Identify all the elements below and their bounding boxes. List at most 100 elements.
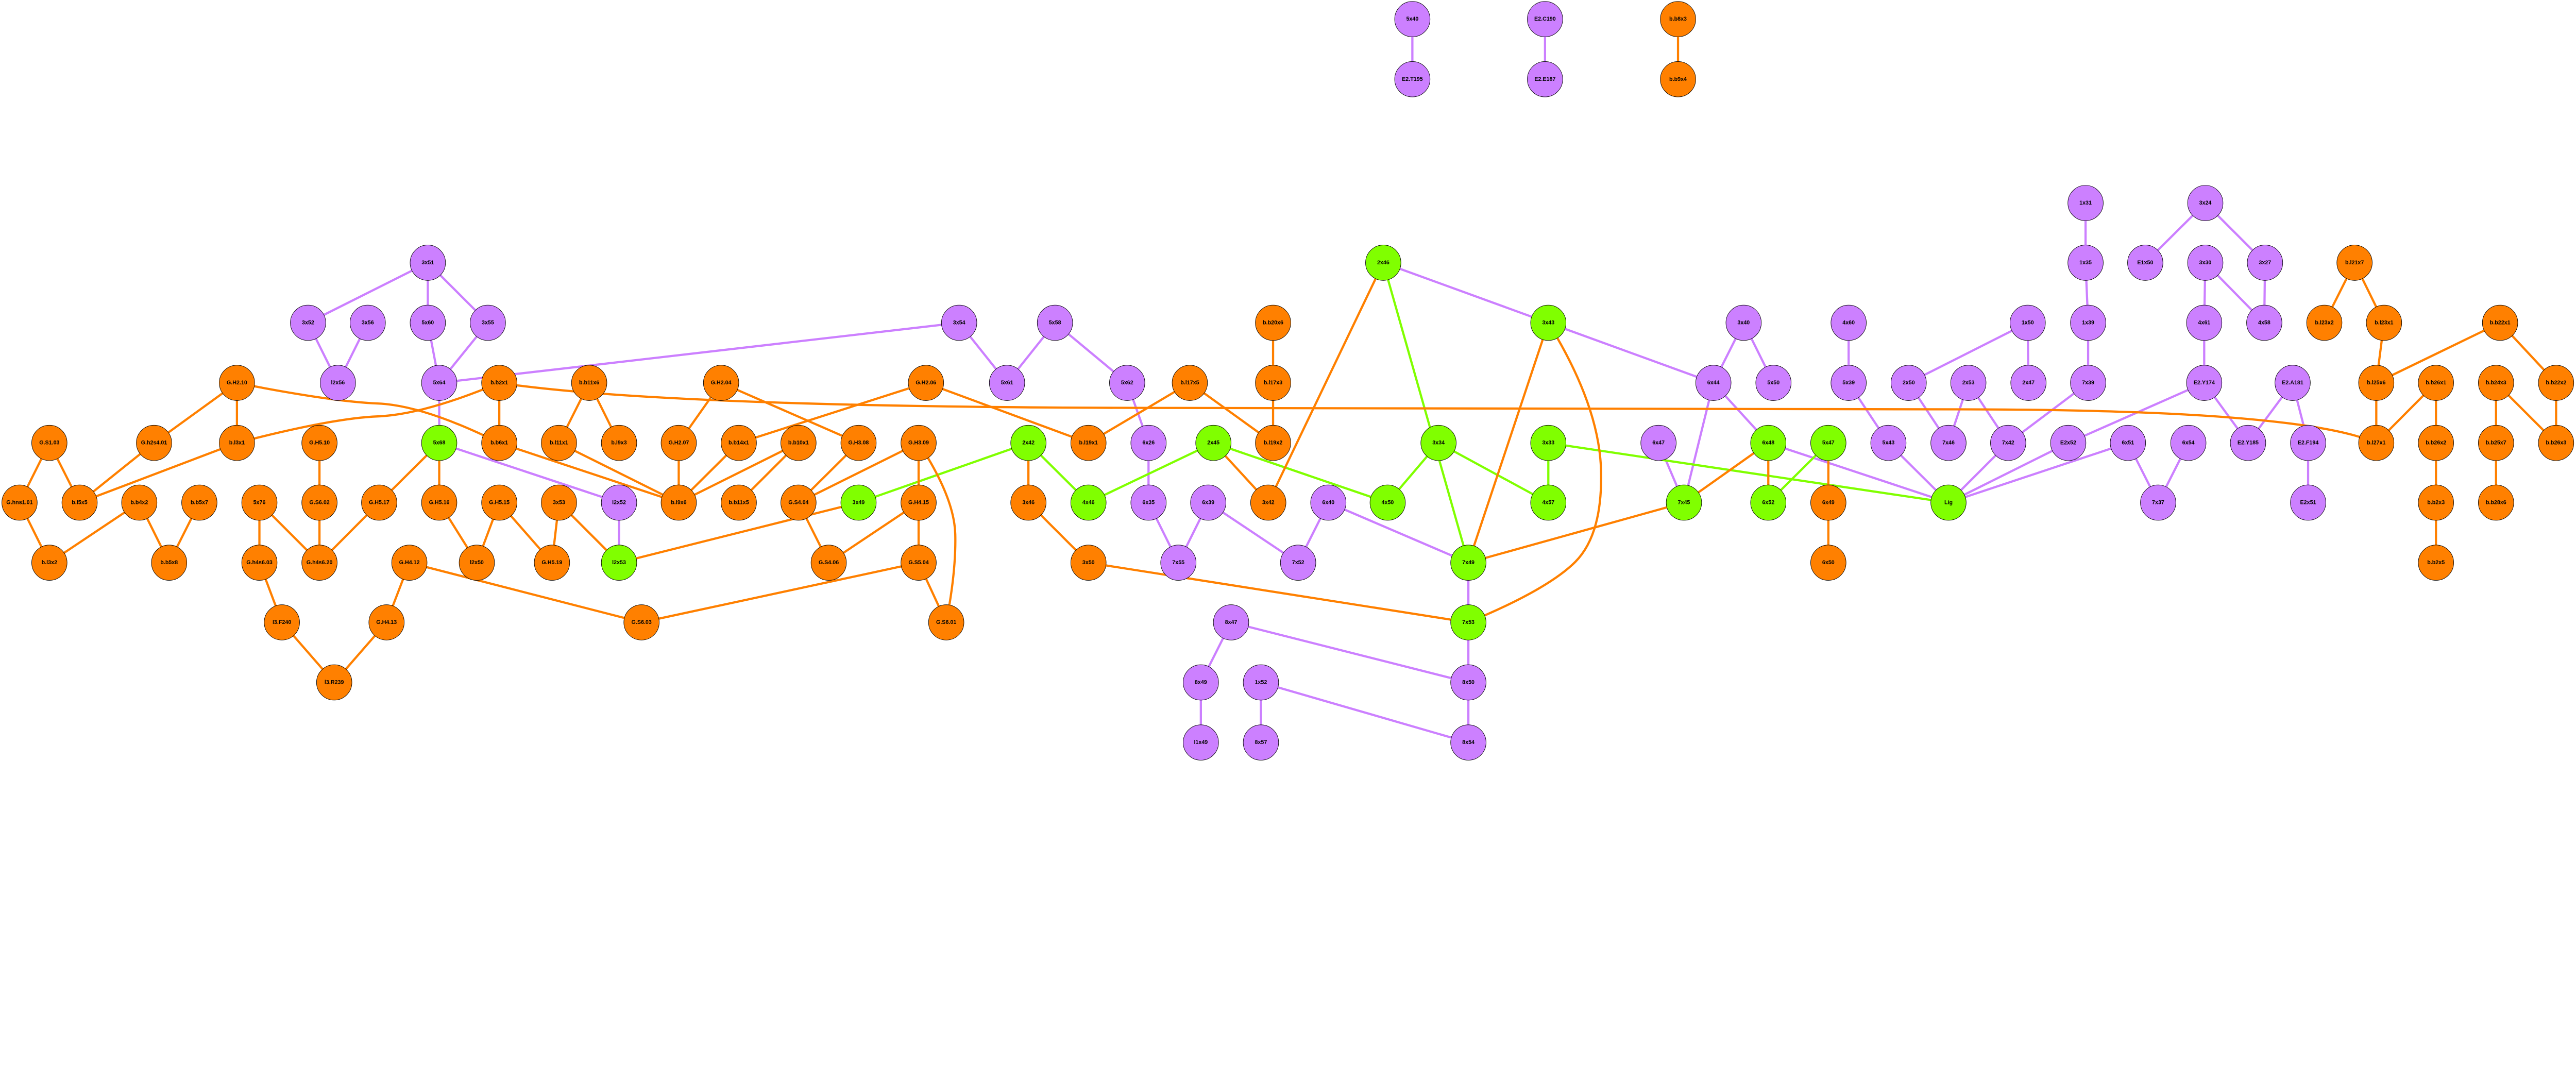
node-circle[interactable]: [459, 545, 495, 581]
node-circle[interactable]: [1870, 425, 1907, 461]
node-circle[interactable]: [1450, 724, 1486, 760]
graph-node[interactable]: 6x51: [2110, 425, 2146, 461]
node-circle[interactable]: [1695, 365, 1732, 401]
node-circle[interactable]: [660, 484, 697, 521]
node-circle[interactable]: [1070, 484, 1107, 521]
graph-node[interactable]: 5x47: [1810, 425, 1846, 461]
graph-node[interactable]: b.b11x5: [721, 484, 757, 521]
node-circle[interactable]: [2187, 245, 2224, 281]
graph-node[interactable]: b.l3x2: [31, 545, 67, 581]
graph-node[interactable]: E2.E187: [1527, 61, 1563, 97]
graph-node[interactable]: 3x55: [470, 304, 506, 341]
graph-node[interactable]: 6x49: [1810, 484, 1846, 521]
graph-node[interactable]: 7x46: [1930, 425, 1967, 461]
node-circle[interactable]: [1450, 545, 1486, 581]
graph-node[interactable]: G.H2.06: [908, 365, 944, 401]
node-circle[interactable]: [1890, 365, 1927, 401]
graph-node[interactable]: G.S6.01: [928, 604, 964, 640]
node-circle[interactable]: [2186, 304, 2223, 341]
node-circle[interactable]: [2067, 185, 2104, 221]
node-circle[interactable]: [928, 604, 964, 640]
graph-node[interactable]: 2x50: [1890, 365, 1927, 401]
node-circle[interactable]: [2418, 425, 2454, 461]
node-circle[interactable]: [2418, 484, 2454, 521]
node-circle[interactable]: [1109, 365, 1145, 401]
node-circle[interactable]: [241, 545, 278, 581]
node-circle[interactable]: [1950, 365, 1987, 401]
node-circle[interactable]: [421, 484, 457, 521]
graph-node[interactable]: 5x64: [421, 365, 457, 401]
node-circle[interactable]: [1255, 365, 1291, 401]
graph-node[interactable]: b.l17x3: [1255, 365, 1291, 401]
graph-node[interactable]: 7x49: [1450, 545, 1486, 581]
node-circle[interactable]: [31, 545, 67, 581]
graph-node[interactable]: b.b14x1: [721, 425, 757, 461]
node-circle[interactable]: [121, 484, 158, 521]
node-circle[interactable]: [2127, 245, 2163, 281]
node-circle[interactable]: [301, 545, 337, 581]
node-circle[interactable]: [1010, 484, 1046, 521]
node-circle[interactable]: [181, 484, 217, 521]
graph-node[interactable]: b.l19x1: [1070, 425, 1107, 461]
graph-node[interactable]: G.H5.15: [481, 484, 517, 521]
node-circle[interactable]: [1070, 425, 1107, 461]
graph-node[interactable]: 2x47: [2010, 365, 2046, 401]
node-circle[interactable]: [391, 545, 428, 581]
graph-node[interactable]: l2x53: [601, 545, 637, 581]
node-circle[interactable]: [1280, 545, 1316, 581]
node-circle[interactable]: [660, 425, 697, 461]
node-circle[interactable]: [1810, 545, 1846, 581]
graph-node[interactable]: b.b2x3: [2418, 484, 2454, 521]
graph-node[interactable]: 5x40: [1394, 1, 1431, 37]
graph-node[interactable]: 3x53: [541, 484, 577, 521]
node-circle[interactable]: [290, 304, 326, 341]
node-circle[interactable]: [2010, 365, 2046, 401]
graph-node[interactable]: E2.Y185: [2230, 425, 2266, 461]
node-circle[interactable]: [2538, 425, 2574, 461]
node-circle[interactable]: [781, 425, 817, 461]
node-circle[interactable]: [136, 425, 172, 461]
graph-node[interactable]: 5x61: [989, 365, 1025, 401]
node-circle[interactable]: [1172, 365, 1208, 401]
node-circle[interactable]: [810, 545, 847, 581]
node-circle[interactable]: [1369, 484, 1406, 521]
graph-node[interactable]: 7x55: [1160, 545, 1196, 581]
graph-node[interactable]: E1x50: [2127, 245, 2163, 281]
graph-node[interactable]: E2.Y174: [2186, 365, 2223, 401]
node-circle[interactable]: [1755, 365, 1792, 401]
graph-node[interactable]: 5x68: [421, 425, 457, 461]
graph-node[interactable]: 8x49: [1183, 664, 1219, 701]
graph-node[interactable]: 7x37: [2140, 484, 2176, 521]
graph-node[interactable]: 5x62: [1109, 365, 1145, 401]
graph-node[interactable]: b.l19x2: [1255, 425, 1291, 461]
node-circle[interactable]: [901, 545, 937, 581]
node-circle[interactable]: [1527, 61, 1563, 97]
graph-node[interactable]: 6x54: [2170, 425, 2207, 461]
graph-node[interactable]: 5x60: [410, 304, 446, 341]
graph-node[interactable]: E2x52: [2050, 425, 2087, 461]
graph-node[interactable]: E2.A181: [2275, 365, 2311, 401]
node-circle[interactable]: [1365, 245, 1401, 281]
graph-node[interactable]: b.b26x1: [2418, 365, 2454, 401]
node-circle[interactable]: [1010, 425, 1046, 461]
graph-node[interactable]: 1x52: [1243, 664, 1279, 701]
graph-node[interactable]: 3x52: [290, 304, 326, 341]
graph-node[interactable]: 6x40: [1310, 484, 1347, 521]
node-circle[interactable]: [1450, 604, 1486, 640]
graph-node[interactable]: 8x54: [1450, 724, 1486, 760]
node-circle[interactable]: [1990, 425, 2026, 461]
node-circle[interactable]: [1640, 425, 1676, 461]
node-circle[interactable]: [2110, 425, 2146, 461]
graph-node[interactable]: b.b5x7: [181, 484, 217, 521]
graph-node[interactable]: b.l27x1: [2358, 425, 2395, 461]
node-circle[interactable]: [219, 425, 255, 461]
node-circle[interactable]: [1394, 61, 1431, 97]
graph-node[interactable]: 3x51: [410, 245, 446, 281]
node-circle[interactable]: [481, 365, 517, 401]
graph-node[interactable]: l2x50: [459, 545, 495, 581]
graph-node[interactable]: b.b11x6: [571, 365, 607, 401]
graph-node[interactable]: Lig: [1930, 484, 1967, 521]
graph-node[interactable]: 8x47: [1213, 604, 1249, 640]
node-circle[interactable]: [2140, 484, 2176, 521]
node-circle[interactable]: [421, 425, 457, 461]
